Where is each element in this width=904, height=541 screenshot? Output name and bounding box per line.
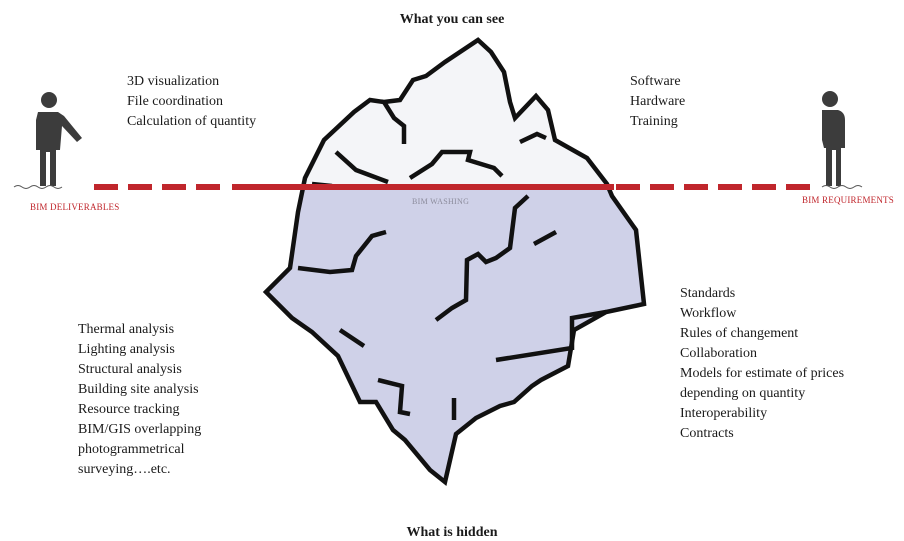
bottom-title: What is hidden xyxy=(406,525,498,540)
list-item: Software xyxy=(630,74,681,89)
list-item: Training xyxy=(630,114,678,129)
list-item: BIM/GIS overlapping xyxy=(78,422,202,437)
list-item: Models for estimate of prices xyxy=(680,366,845,381)
list-item: 3D visualization xyxy=(127,74,220,89)
person-standing-icon xyxy=(822,91,845,186)
hidden-deliverables-list: Thermal analysis Lighting analysis Struc… xyxy=(78,320,201,480)
list-item: Building site analysis xyxy=(78,382,199,397)
left-ground-line xyxy=(13,185,63,189)
list-item: Hardware xyxy=(630,94,686,109)
visible-deliverables-list: 3D visualization File coordination Calcu… xyxy=(127,72,256,132)
person-pointing-icon xyxy=(36,92,82,186)
list-item: Contracts xyxy=(680,426,734,441)
list-item: Workflow xyxy=(680,306,737,321)
bim-deliverables-label: BIM DELIVERABLES xyxy=(30,202,120,212)
list-item: Calculation of quantity xyxy=(127,114,257,129)
list-item: File coordination xyxy=(127,94,224,109)
list-item: Collaboration xyxy=(680,346,757,361)
bim-requirements-label: BIM REQUIREMENTS xyxy=(802,195,894,205)
list-item: Rules of changement xyxy=(680,326,799,341)
list-item: Structural analysis xyxy=(78,362,182,377)
list-item: Interoperability xyxy=(680,406,768,421)
list-item: photogrammetrical xyxy=(78,442,185,457)
visible-requirements-list: Software Hardware Training xyxy=(630,72,685,132)
top-title: What you can see xyxy=(399,12,505,27)
list-item: surveying….etc. xyxy=(78,462,171,477)
hidden-requirements-list: Standards Workflow Rules of changement C… xyxy=(680,284,844,444)
bim-washing-label: BIM WASHING xyxy=(412,197,470,206)
list-item: Thermal analysis xyxy=(78,322,175,337)
iceberg-cracks xyxy=(297,100,607,420)
list-item: Lighting analysis xyxy=(78,342,175,357)
list-item: Standards xyxy=(680,286,736,301)
list-item: depending on quantity xyxy=(680,386,806,401)
right-ground-line xyxy=(821,185,863,189)
list-item: Resource tracking xyxy=(78,402,180,417)
